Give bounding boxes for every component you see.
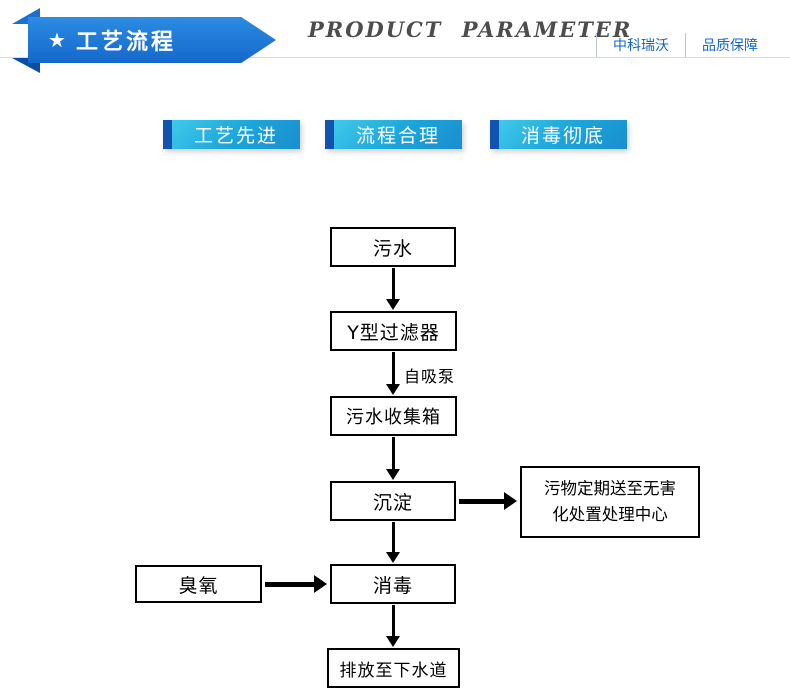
flow-node-y-filter: Y型过滤器 [330,311,457,351]
flow-node-ozone: 臭氧 [135,565,262,603]
flow-node-collection-tank: 污水收集箱 [330,396,457,436]
feature-badge-reasonable-flow: 流程合理 [325,120,462,149]
nav-link-quality[interactable]: 品质保障 [685,33,774,57]
flow-node-discharge: 排放至下水道 [327,648,460,688]
disposal-line-2: 化处置处理中心 [552,505,668,524]
header-divider [0,57,790,58]
ribbon-banner: ★ 工艺流程 [28,17,276,63]
flow-node-sedimentation: 沉淀 [330,481,456,521]
flow-node-disposal-center: 污物定期送至无害 化处置处理中心 [520,466,700,538]
nav-link-brand[interactable]: 中科瑞沃 [596,33,685,57]
arrow-down-disinfection-to-discharge [386,605,400,647]
feature-badge-thorough-disinfection: 消毒彻底 [490,120,627,149]
feature-badge-advanced-process: 工艺先进 [163,120,300,149]
star-icon: ★ [48,28,66,52]
top-nav: 中科瑞沃 品质保障 [596,33,774,57]
arrow-down-sewage-to-filter [386,268,400,310]
arrow-right-ozone-to-disinfection [265,575,327,593]
arrow-down-collection-to-sedimentation [386,437,400,480]
arrow-down-sedimentation-to-disinfection [386,522,400,563]
section-title-ribbon: ★ 工艺流程 [6,4,278,73]
arrow-down-filter-to-collection [386,352,400,395]
flow-node-disinfection: 消毒 [330,564,456,604]
section-title: 工艺流程 [75,30,176,55]
section-subtitle: PRODUCT PARAMETER [308,17,633,42]
pump-arrow-label: 自吸泵 [404,367,456,386]
flow-node-sewage: 污水 [330,227,456,267]
arrow-right-sedimentation-to-disposal [459,492,517,510]
disposal-line-1: 污物定期送至无害 [544,478,676,498]
